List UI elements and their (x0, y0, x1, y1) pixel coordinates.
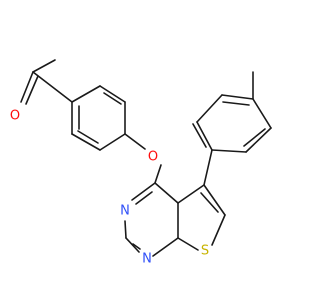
pyrimidine-nitrogen-upper-label: N (120, 204, 130, 219)
thiophene-bond-c5-c4a (177, 184, 205, 204)
phenylene-bond-2-inner (103, 92, 122, 105)
carbonyl-oxygen-label: O (10, 109, 20, 124)
tolyl-bond-1-inner (192, 123, 207, 148)
carbonyl-double-bond-b (25, 75, 39, 105)
atom-labels: O O N N S (10, 109, 209, 267)
phenylene-bond-2 (99, 85, 126, 103)
phenylene-bond-5-inner (77, 130, 99, 144)
ether-oxygen-label: O (148, 150, 158, 165)
tolyl-bond-5 (245, 127, 272, 153)
ether-bond-right (154, 164, 162, 184)
ether-linkage (124, 133, 162, 184)
pyrimidine-bond-c2-n1 (125, 237, 140, 253)
tolyl-bond-6 (211, 149, 247, 153)
tolyl-bond-3 (221, 94, 254, 100)
tolyl-bond-4 (252, 98, 272, 129)
pyrimidine-bond-n3-c2 (124, 220, 127, 239)
tolyl-link-bond (203, 149, 213, 186)
phenylene-bond-4 (99, 133, 126, 151)
carbonyl-double-bond-a (20, 71, 34, 103)
thienopyrimidine-core (124, 182, 226, 257)
phenylene-bond-1 (71, 85, 101, 103)
pyrimidine-nitrogen-lower-label: N (142, 252, 152, 267)
thiophene-bond-s-c6 (211, 214, 226, 246)
methyl-bond (32, 59, 56, 73)
chemical-structure-drawing: O O N N S (10, 59, 272, 267)
thiophene-bond-c6-c5-inner (200, 192, 219, 213)
tolyl-bond-2 (196, 94, 223, 123)
phenylene-bond-5 (71, 133, 101, 151)
tolyl-bond-5-inner (243, 128, 266, 147)
pyrimidine-bond-c2-n1-inner (132, 243, 141, 250)
acetyl-group (20, 59, 73, 105)
pyrimidine-bond-c4-n3-inner (135, 191, 153, 205)
ether-bond-left (124, 133, 146, 150)
acetyl-ring-bond (32, 71, 73, 103)
pyrimidine-bond-c4a-c4 (154, 182, 179, 204)
phenylene-ring (71, 85, 126, 151)
tolyl-bond-3-inner (222, 101, 250, 106)
tolyl-group (192, 71, 272, 186)
pyrimidine-bond-c4-n3 (131, 182, 156, 201)
tolyl-bond-1 (196, 121, 213, 151)
thiophene-bond-c7a-s (177, 237, 199, 251)
thiophene-sulfur-label: S (201, 244, 209, 259)
pyrimidine-bond-n1-c7a (152, 237, 179, 257)
thiophene-bond-c6-c5 (203, 184, 226, 216)
